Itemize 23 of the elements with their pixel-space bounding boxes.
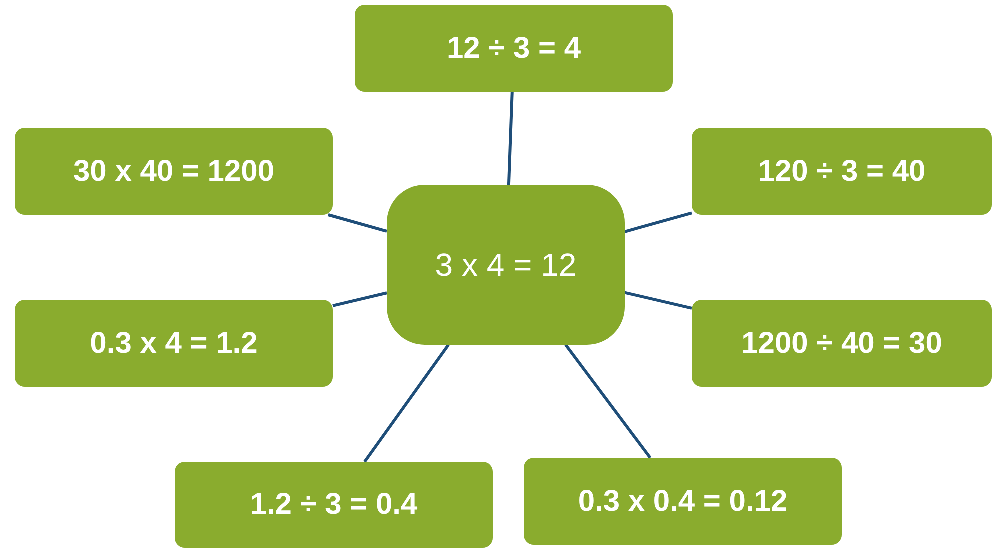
- connector-line: [332, 292, 388, 308]
- equation-text: 1.2 ÷ 3 = 0.4: [250, 488, 418, 522]
- connector-line: [364, 344, 450, 463]
- equation-text: 1200 ÷ 40 = 30: [742, 326, 942, 360]
- connector-line: [624, 291, 692, 310]
- equation-text: 3 x 4 = 12: [435, 246, 577, 284]
- connector-line: [507, 92, 514, 186]
- equation-text: 120 ÷ 3 = 40: [758, 154, 926, 188]
- connector-line: [624, 212, 692, 234]
- equation-box: [524, 458, 842, 545]
- equation-text: 12 ÷ 3 = 4: [446, 32, 582, 66]
- equation-text: 0.3 x 4 = 1.2: [90, 326, 258, 360]
- equation-box: [692, 128, 992, 215]
- equation-box: [355, 5, 673, 92]
- equation-box: [15, 128, 333, 215]
- equation-box: [15, 300, 333, 387]
- equation-text: 0.3 x 0.4 = 0.12: [578, 484, 788, 518]
- equation-box: [175, 462, 493, 548]
- equation-box: [387, 185, 625, 345]
- connector-line: [328, 214, 388, 233]
- equation-text: 30 x 40 = 1200: [73, 154, 275, 188]
- connector-line: [564, 344, 652, 459]
- equation-box: [692, 300, 992, 387]
